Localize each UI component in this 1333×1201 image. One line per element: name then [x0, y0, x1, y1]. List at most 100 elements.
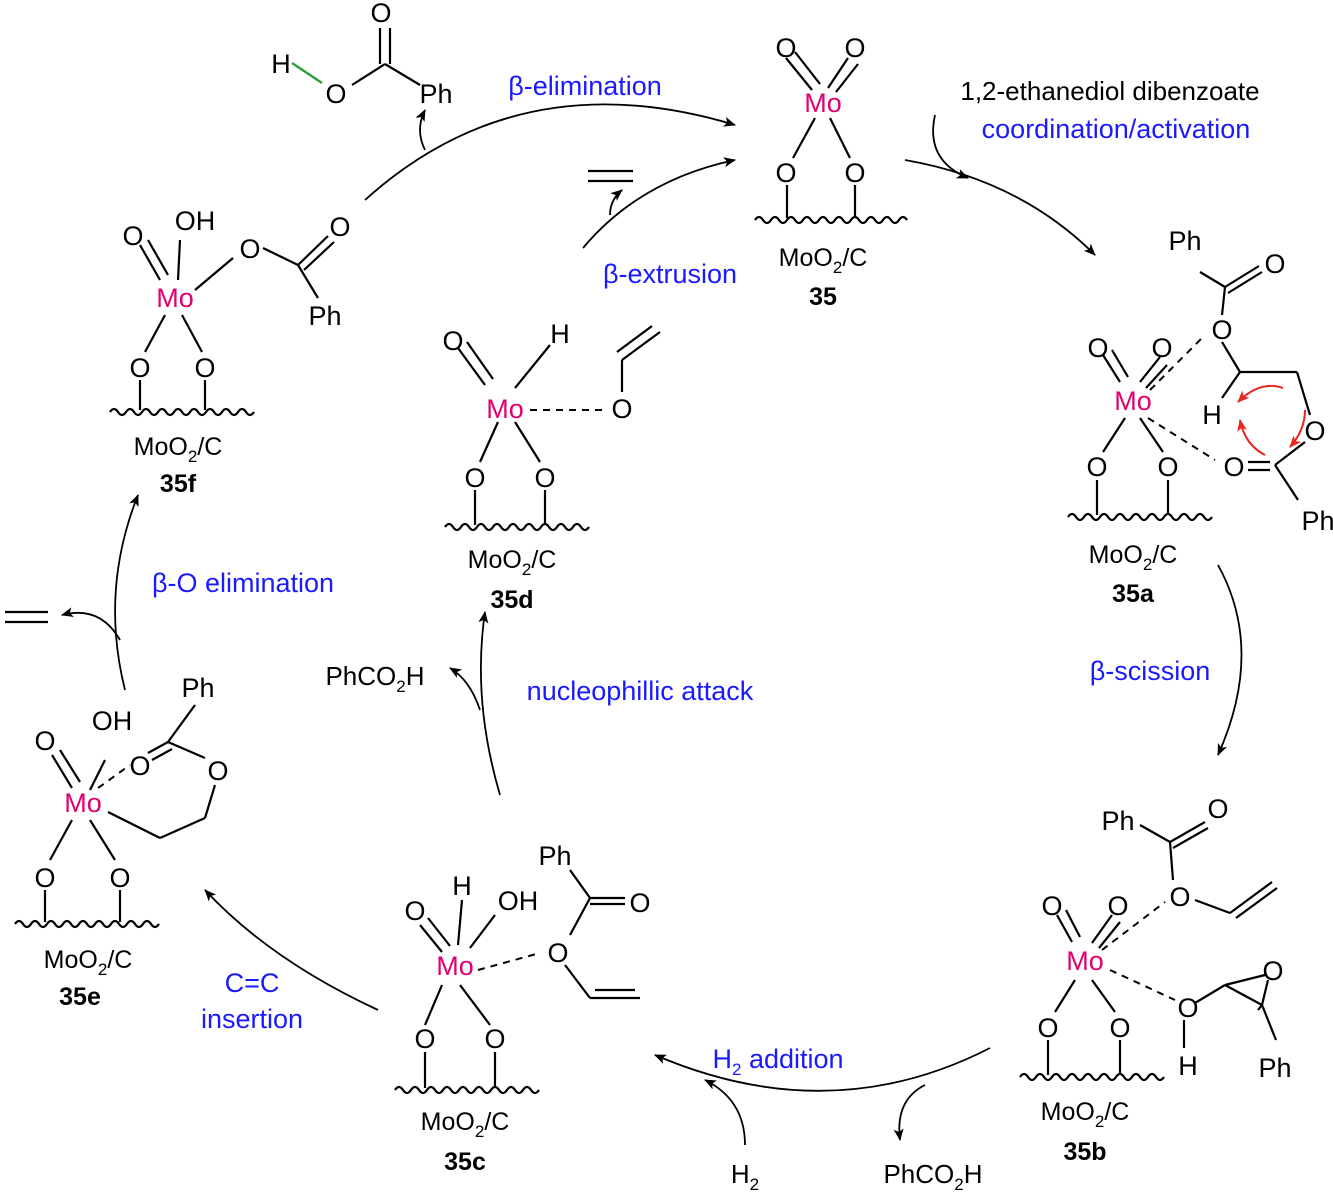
ester-o: O: [1169, 882, 1190, 912]
phenyl-group: Ph: [181, 673, 214, 703]
carbonyl-o: O: [1207, 794, 1228, 824]
oxo-o: O: [1087, 333, 1108, 363]
species-phco2h: PhCO2H: [325, 661, 424, 696]
oxo-o: O: [442, 326, 463, 356]
compound-id: 35d: [490, 586, 533, 614]
support-label: MoO2/C: [44, 946, 133, 979]
oxo-o: O: [844, 33, 865, 63]
arrow-substrate-in: [932, 114, 969, 179]
bridging-o: O: [109, 863, 130, 893]
compound-id: 35c: [444, 1148, 486, 1176]
phenyl-group: Ph: [1301, 506, 1333, 536]
benzoic-acid-product: H O O Ph: [271, 0, 452, 109]
molybdenum-atom: Mo: [486, 394, 524, 424]
bridging-o: O: [34, 863, 55, 893]
step-label-coordination: coordination/activation: [982, 114, 1251, 144]
compound-id: 35f: [160, 470, 197, 498]
hydroxyl-oh: OH: [92, 706, 133, 736]
bridging-o: O: [1109, 1013, 1130, 1043]
support-label: MoO2/C: [421, 1108, 510, 1141]
compound-35d: O H Mo O O O MoO2/C 35d: [442, 319, 661, 614]
phenyl-group: Ph: [1101, 806, 1134, 836]
vinyloxy-o: O: [611, 394, 632, 424]
compound-35: O O Mo O O MoO2/C 35: [754, 33, 908, 311]
h-atom: H: [1178, 1051, 1198, 1081]
hydroxyl-o: O: [1177, 993, 1198, 1023]
compound-35e: O OH Mo O O Ph O O MoO2/C 35e: [14, 673, 229, 1011]
bridging-o: O: [775, 158, 796, 188]
compound-id: 35: [809, 283, 837, 311]
step-label-h2-addition: H2 addition: [712, 1044, 843, 1079]
support-label: MoO2/C: [1041, 1098, 1130, 1131]
step-label-cc-insertion: insertion: [201, 1004, 303, 1034]
bridging-o: O: [1086, 452, 1107, 482]
reagent-label: 1,2-ethanediol dibenzoate: [960, 76, 1259, 106]
oh-bond: [291, 62, 323, 84]
carbonyl-o: O: [129, 751, 150, 781]
bridging-o: O: [414, 1024, 435, 1054]
arrow-beta-o-elimination: [114, 494, 139, 691]
compound-id: 35b: [1063, 1138, 1106, 1166]
step-label-cc-insertion: C=C: [225, 968, 280, 998]
bridging-o: O: [1037, 1013, 1058, 1043]
arrow-coordination: [904, 159, 1096, 256]
phenyl-group: Ph: [1168, 226, 1201, 256]
phenyl-group: Ph: [538, 841, 571, 871]
hydroxyl-oh: OH: [175, 206, 216, 236]
bridging-o: O: [534, 463, 555, 493]
phenyl-group: Ph: [1258, 1053, 1291, 1083]
carbonyl-o: O: [1262, 956, 1283, 986]
step-label-nucleophilic-attack: nucleophillic attack: [527, 676, 754, 706]
h-atom: H: [1202, 400, 1222, 430]
step-label-beta-o-elimination: β-O elimination: [152, 568, 334, 598]
molybdenum-atom: Mo: [156, 283, 194, 313]
support-label: MoO2/C: [468, 546, 557, 579]
compound-35f: O OH Mo O O Ph O O MoO2/C 35f: [109, 206, 351, 498]
hydroxyl-o: O: [325, 79, 346, 109]
step-label-beta-extrusion: β-extrusion: [603, 259, 737, 289]
bridging-o: O: [194, 353, 215, 383]
bridging-o: O: [484, 1024, 505, 1054]
ester-o: O: [1304, 416, 1325, 446]
compound-id: 35a: [1112, 580, 1155, 608]
species-h2: H2: [731, 1159, 759, 1194]
carbonyl-o: O: [329, 212, 350, 242]
molybdenum-atom: Mo: [804, 88, 842, 118]
ester-o: O: [1211, 315, 1232, 345]
oxo-o: O: [1107, 891, 1128, 921]
support-label: MoO2/C: [779, 244, 868, 277]
carbonyl-o: O: [1223, 452, 1244, 482]
species-phco2h: PhCO2H: [883, 1159, 982, 1194]
step-label-beta-scission: β-scission: [1090, 656, 1211, 686]
arrow-h2-addition: [654, 1047, 991, 1092]
arrow-release-ethylene: [61, 607, 121, 641]
hydroxyl-oh: OH: [498, 886, 539, 916]
arrow-h2-in: [704, 1079, 746, 1146]
bridging-o: O: [129, 353, 150, 383]
arrow-beta-elimination: [364, 103, 736, 201]
carbonyl-o: O: [1264, 249, 1285, 279]
bridging-o: O: [844, 158, 865, 188]
arrow-release-phco2h: [893, 1084, 926, 1141]
bridging-o: O: [464, 463, 485, 493]
phenyl-group: Ph: [308, 301, 341, 331]
arrow-beta-extrusion: [582, 157, 736, 249]
oxo-o: O: [122, 221, 143, 251]
arrow-beta-scission: [1217, 564, 1243, 756]
h-atom: H: [271, 49, 291, 79]
molybdenum-atom: Mo: [436, 951, 474, 981]
oxo-o: O: [1151, 333, 1172, 363]
oxo-o: O: [404, 896, 425, 926]
compound-id: 35e: [59, 983, 101, 1011]
molybdenum-atom: Mo: [1066, 946, 1104, 976]
hydride-h: H: [452, 871, 472, 901]
ester-o: O: [547, 938, 568, 968]
ester-o: O: [207, 756, 228, 786]
carbonyl-o: O: [370, 0, 391, 28]
arrow-nucleophilic-attack: [478, 611, 501, 796]
carboxylate-o: O: [239, 234, 260, 264]
support-label: MoO2/C: [1089, 541, 1178, 574]
arrow-cc-insertion: [204, 889, 379, 1011]
